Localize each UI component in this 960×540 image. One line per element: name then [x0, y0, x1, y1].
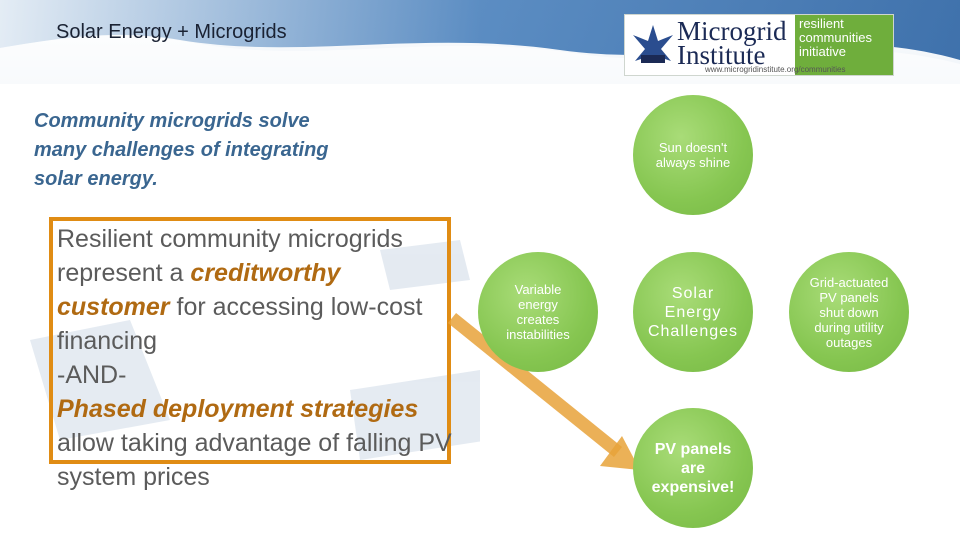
logo-url: www.microgridinstitute.org/communities — [705, 65, 846, 74]
body-highlight-phased: Phased deployment strategies — [57, 395, 419, 423]
body-separator: -AND- — [57, 361, 127, 389]
challenge-label-variable: Variable energy creates instabilities — [506, 282, 570, 342]
body-text-part2: for accessing low-cost financing — [57, 293, 423, 355]
challenge-label-cost: PV panels are expensive! — [651, 440, 735, 496]
slide-title: Solar Energy + Microgrids — [56, 21, 287, 43]
body-text: Resilient community microgrids represent… — [57, 222, 457, 494]
logo-name-line1: Microgrid — [677, 16, 787, 46]
intro-text: Community microgrids solve many challeng… — [34, 110, 329, 190]
challenge-circle-variable: Variable energy creates instabilities — [478, 252, 598, 372]
slide-header: Solar Energy + Microgrids Microgrid Inst… — [0, 0, 960, 84]
logo-tagline: resilient communities initiative — [795, 15, 893, 75]
challenge-circle-center: Solar Energy Challenges — [633, 252, 753, 372]
logo-emblem-icon — [633, 25, 673, 63]
challenge-circle-sun: Sun doesn't always shine — [633, 95, 753, 215]
logo-name-line2: Institute — [677, 40, 766, 70]
challenge-label-sun: Sun doesn't always shine — [655, 140, 731, 170]
challenge-label-center: Solar Energy Challenges — [647, 284, 739, 340]
highlight-box — [49, 217, 451, 464]
challenge-circle-grid: Grid-actuated PV panels shut down during… — [789, 252, 909, 372]
challenge-circle-cost: PV panels are expensive! — [633, 408, 753, 528]
body-text-part3: allow taking advantage of falling PV sys… — [57, 429, 452, 491]
microgrid-institute-logo: Microgrid Institute resilient communitie… — [624, 14, 894, 76]
challenge-label-grid: Grid-actuated PV panels shut down during… — [809, 274, 889, 350]
body-text-part1: Resilient community microgrids represent… — [57, 225, 403, 287]
body-highlight-creditworthy: creditworthy customer — [57, 259, 341, 321]
